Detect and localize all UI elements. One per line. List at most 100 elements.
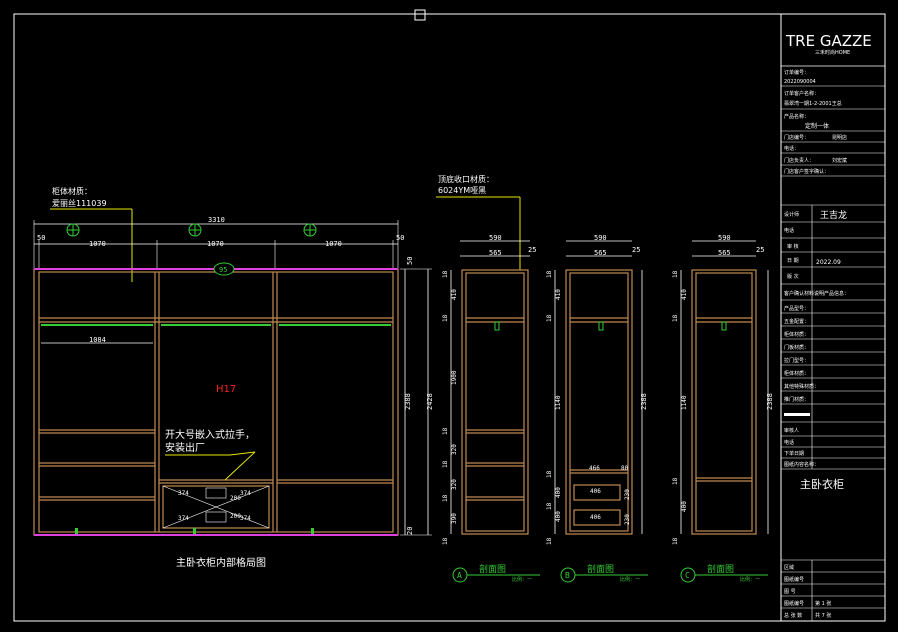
sec-c-dim-4: 18 xyxy=(672,477,679,485)
dim-drawer-2: 374 xyxy=(240,490,251,497)
dim-drawer-5: 200 xyxy=(230,495,241,502)
sec-c-w-in: 565 xyxy=(718,249,731,257)
tb-phone-label-2: 电话 xyxy=(784,227,794,234)
sec-a-w-out: 590 xyxy=(489,234,502,242)
sec-b-title: 剖面图 xyxy=(587,563,614,575)
sec-a-dim-5: 320 xyxy=(451,444,458,455)
sec-a-dim-1: 410 xyxy=(451,289,458,300)
tb-customer-label: 订单客户名称： xyxy=(784,90,819,97)
sec-b-dim-3: 1140 xyxy=(555,395,562,410)
sec-a-dim-4: 18 xyxy=(442,427,449,435)
front-caption: 主卧衣柜内部格局图 xyxy=(176,556,266,569)
tb-bottom-2: 图 号 xyxy=(784,589,796,595)
dim-base-h: 20 xyxy=(406,527,414,535)
dim-total-h: 2428 xyxy=(426,393,434,410)
dim-drawer-4: 374 xyxy=(240,515,251,522)
section-c: 590 565 25 18 410 18 1140 18 400 18 2388… xyxy=(672,234,774,583)
dim-top-h: 50 xyxy=(406,257,414,265)
material-note-value: 爱丽丝111039 xyxy=(52,198,107,208)
sec-b-gap: 25 xyxy=(632,246,640,254)
sec-b-drawer-w4: 406 xyxy=(590,514,601,521)
sec-c-title: 剖面图 xyxy=(707,563,734,575)
tb-material-3: 门板材质： xyxy=(784,344,809,351)
sec-c-scale: 比例：一 xyxy=(740,576,760,583)
sec-b-dim-2: 18 xyxy=(546,314,553,322)
tb-content-label: 图纸内容名称： xyxy=(784,461,819,468)
tb-designer: 王吉龙 xyxy=(820,209,847,221)
dim-drawer-3: 374 xyxy=(178,515,189,522)
sec-a-dim-9: 390 xyxy=(451,513,458,524)
tb-order-no: 2022090004 xyxy=(784,79,816,85)
sec-b-w-out: 590 xyxy=(594,234,607,242)
sec-c-dim-5: 400 xyxy=(681,501,688,512)
tb-bottom-1: 图纸编号 xyxy=(784,576,804,583)
sec-a-scale: 比例：一 xyxy=(512,576,532,583)
sec-b-dim-1: 410 xyxy=(555,289,562,300)
sec-a-dim-7: 320 xyxy=(451,479,458,490)
sec-c-dim-6: 18 xyxy=(672,537,679,545)
sec-b-w-in: 565 xyxy=(594,249,607,257)
title-block: TRE GAZZE 三禾时尚HOME 订单编号： 2022090004 订单客户… xyxy=(780,13,886,622)
hanging-rods xyxy=(41,324,391,534)
drawer-diagonals xyxy=(162,485,270,529)
section-tag-circle xyxy=(213,262,235,276)
section-tag: 95 xyxy=(219,266,227,274)
dim-drawer-6: 200 xyxy=(230,513,241,520)
tb-bottom-3: 图纸编号 xyxy=(784,600,804,607)
tb-manager-label: 门店负责人： xyxy=(784,157,814,164)
sec-b-drawer-w1: 466 xyxy=(589,465,600,472)
dim-drawer-1: 374 xyxy=(178,490,189,497)
dim-bay-1: 1070 xyxy=(89,240,106,248)
sec-b-drawer-w2: 80 xyxy=(621,465,629,472)
cabinet-outline xyxy=(33,268,399,536)
tb-date-label: 日 期 xyxy=(787,258,799,264)
dim-left-edge: 50 xyxy=(37,234,45,242)
sec-b-drawer-h1: 230 xyxy=(624,489,631,500)
sec-c-dim-2: 18 xyxy=(672,314,679,322)
dim-bay-2: 1070 xyxy=(207,240,224,248)
sec-b-drawer-w3: 406 xyxy=(590,488,601,495)
tb-reviewer: 审核人 xyxy=(784,427,799,434)
tb-manager: 刘宏斌 xyxy=(832,157,847,164)
sec-c-dim-1: 410 xyxy=(681,289,688,300)
sec-a-dim-0: 18 xyxy=(442,270,449,278)
sec-a-label: A xyxy=(457,571,462,580)
tb-product-label: 产品名称： xyxy=(784,113,809,120)
tb-bottom-3-v: 第 1 张 xyxy=(815,600,831,607)
sec-a-dim-6: 18 xyxy=(442,460,449,468)
dim-total-width: 3310 xyxy=(208,216,225,224)
tb-material-6: 其他特殊材质： xyxy=(784,383,819,390)
trim-note-value: 6024YM哑黑 xyxy=(438,186,486,195)
cursor-box[interactable] xyxy=(414,9,426,21)
sec-a-gap: 25 xyxy=(528,246,536,254)
sec-b-dim-6: 18 xyxy=(546,502,553,510)
section-a: 590 565 25 18 410 18 1900 18 320 18 320 … xyxy=(442,234,540,583)
tb-order-no-label: 订单编号： xyxy=(784,69,809,76)
tb-review-label: 审 核 xyxy=(787,243,799,250)
sec-a-w-in: 565 xyxy=(489,249,502,257)
tb-material-4: 拉门型号： xyxy=(784,357,809,364)
sec-a-dim-3: 1900 xyxy=(451,370,458,385)
handle-note-2: 安装出厂 xyxy=(165,441,205,454)
tb-content: 主卧衣柜 xyxy=(800,477,844,491)
tb-bottom-0: 区域 xyxy=(784,564,794,571)
tb-customer: 翡翠湾一期1-2-2001王总 xyxy=(784,100,842,107)
handle-code: H17 xyxy=(216,384,236,395)
sec-a-dim-2: 18 xyxy=(442,314,449,322)
tb-material-header: 客户确认材料说明产品信息： xyxy=(784,290,849,297)
dim-bay-3: 1070 xyxy=(325,240,342,248)
tb-designer-label: 设计师 xyxy=(784,211,799,218)
sec-b-dim-0: 18 xyxy=(546,270,553,278)
tb-material-2: 柜体材质： xyxy=(784,331,809,338)
tb-order-date: 下单日期 xyxy=(784,450,804,457)
material-note-label: 柜体材质： xyxy=(52,186,92,196)
handle-note-1: 开大号嵌入式拉手， xyxy=(165,428,255,441)
tb-bottom-4-v: 共 7 张 xyxy=(815,612,831,619)
sec-b-dim-5: 400 xyxy=(555,487,562,498)
tb-phone-label: 电话： xyxy=(784,145,799,152)
sec-b-drawer-h2: 230 xyxy=(624,514,631,525)
sec-c-label: C xyxy=(685,571,690,580)
dim-inner-width: 1084 xyxy=(89,336,106,344)
tb-bottom-4: 总 张 数 xyxy=(784,612,802,619)
